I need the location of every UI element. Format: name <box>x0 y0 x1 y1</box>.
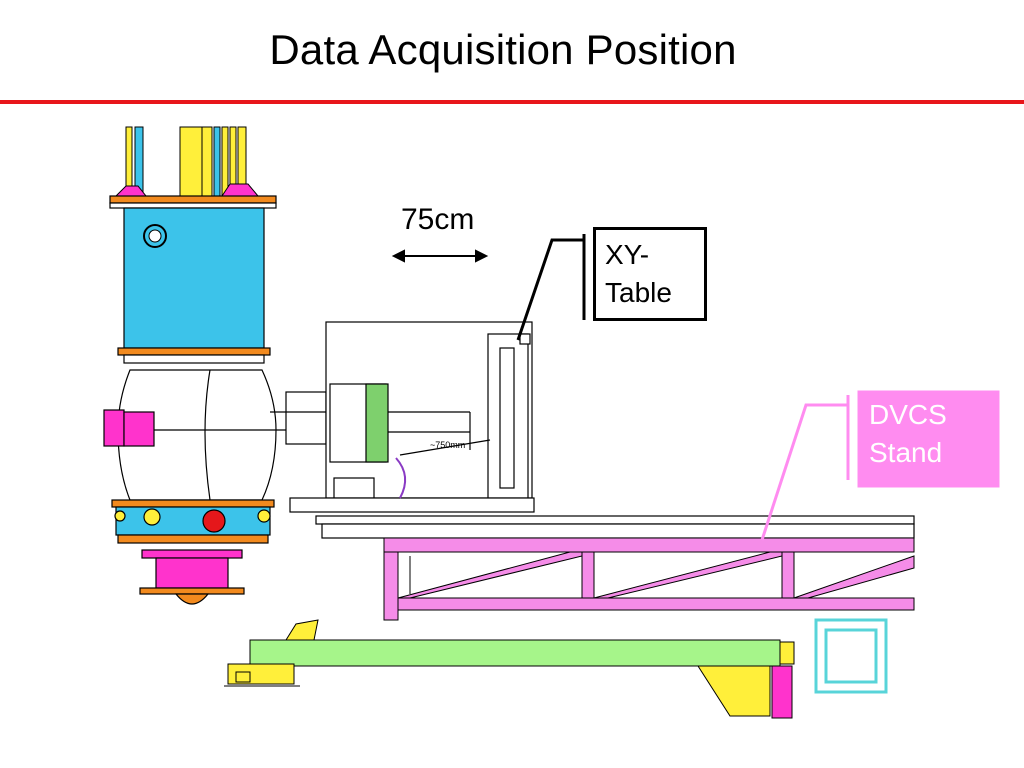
dvcs-label-line1: DVCS <box>869 399 947 430</box>
dvcs-leader <box>760 395 850 541</box>
inline-dimension-label: ~750mm <box>430 440 465 450</box>
title-underline <box>0 100 1024 104</box>
dvcs-box-fill <box>856 389 1001 489</box>
bottom-assembly <box>139 549 245 605</box>
dvcs-stand-truss <box>383 537 915 621</box>
green-rail <box>224 619 795 719</box>
xy-table-label-line1: XY- <box>605 239 650 270</box>
xy-table-label-line2: Table <box>605 277 672 308</box>
xy-table-callout: XY- Table <box>593 227 707 321</box>
lower-flange <box>111 499 275 544</box>
scattering-chamber <box>103 369 330 501</box>
table-rail <box>315 515 915 539</box>
support-rods <box>114 126 260 198</box>
teal-frame <box>814 618 888 694</box>
xy-table-leader <box>516 234 586 341</box>
travel-distance-label: 75cm <box>401 203 475 236</box>
travel-arrow <box>391 249 489 263</box>
page-title: Data Acquisition Position <box>269 26 737 73</box>
xy-table-frame <box>289 321 535 513</box>
dvcs-label-line2: Stand <box>869 437 943 468</box>
dvcs-stand-callout: DVCS Stand <box>857 390 1000 488</box>
cyan-vessel <box>109 195 277 364</box>
